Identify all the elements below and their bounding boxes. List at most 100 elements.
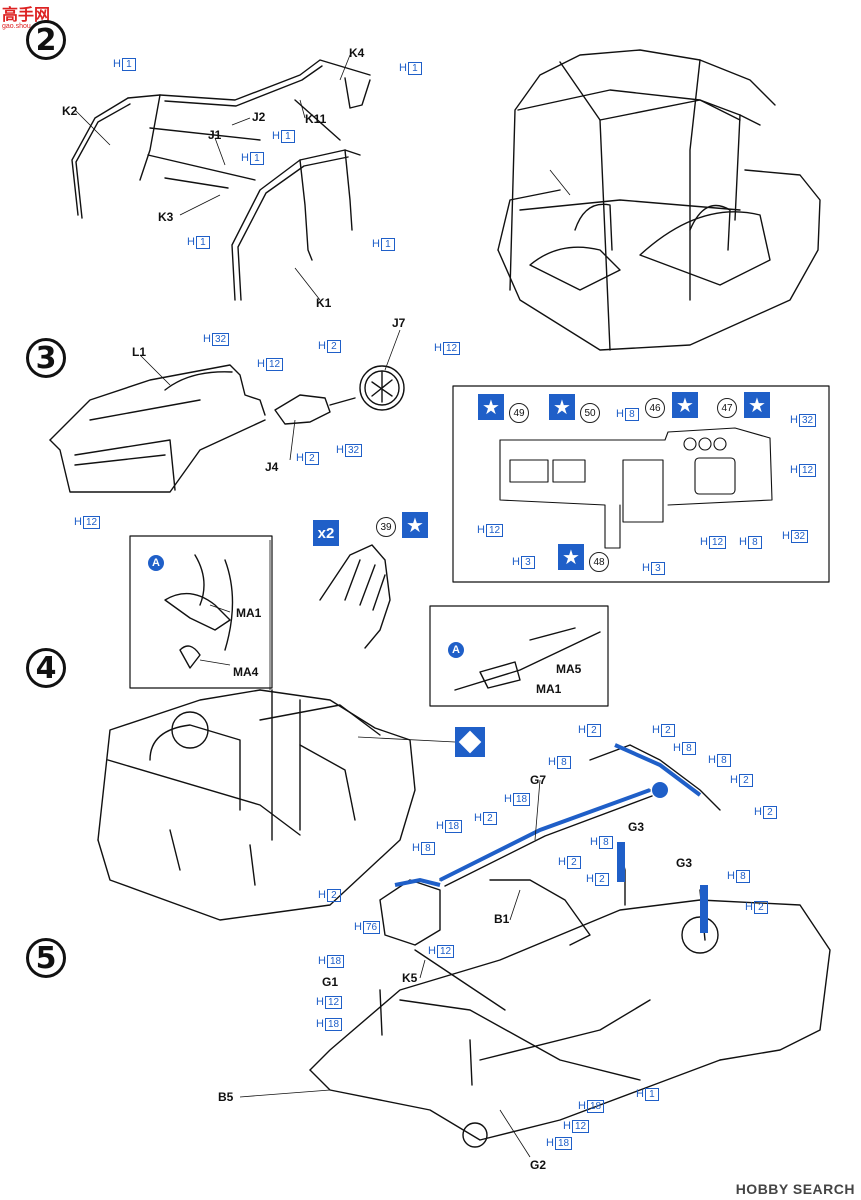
site-logo: 高手网 gao.shou.com	[2, 1, 50, 30]
decal-number: 46	[645, 398, 665, 418]
part-label: MA1	[236, 606, 262, 620]
hobby-search-watermark: HOBBY SEARCH	[735, 1181, 855, 1197]
decal-star-icon: ★	[744, 392, 770, 418]
body-with-cage-drawing	[497, 49, 821, 351]
leader-lines	[74, 54, 571, 1158]
detail-a-marker: A	[448, 642, 464, 658]
part-label: J4	[265, 460, 279, 474]
decal-number: 49	[509, 403, 529, 423]
part-label: G2	[530, 1158, 547, 1172]
part-label: J7	[392, 316, 406, 330]
part-label: G3	[676, 856, 693, 870]
decal-number: 39	[376, 517, 396, 537]
part-label: MA1	[536, 682, 562, 696]
step-number-4: 4	[26, 648, 66, 688]
decal-number: 47	[717, 398, 737, 418]
detail-a-marker: A	[148, 555, 164, 571]
decal-star-icon: ★	[672, 392, 698, 418]
part-label: K1	[316, 296, 332, 310]
seat-belt-drawing	[319, 544, 391, 649]
detail-a-box-left	[129, 535, 273, 689]
driveshaft-blue-highlight	[394, 743, 702, 887]
site-logo-url: gao.shou.com	[2, 23, 46, 30]
chassis-drawing	[309, 744, 831, 1148]
part-label: J1	[208, 128, 222, 142]
decal-number: 50	[580, 403, 600, 423]
part-label: MA4	[233, 665, 259, 679]
decal-number: 48	[589, 552, 609, 572]
part-label: K4	[349, 46, 365, 60]
step-number-3: 3	[26, 338, 66, 378]
part-label: K11	[305, 112, 327, 126]
quantity-x2-badge: x2	[313, 520, 339, 546]
roll-cage-exploded-drawing	[71, 59, 371, 301]
detail-a-box-right	[429, 605, 609, 707]
part-label: K5	[402, 971, 418, 985]
decal-star-icon: ★	[558, 544, 584, 570]
decal-star-icon: ★	[549, 394, 575, 420]
shock-blue	[617, 842, 625, 882]
part-label: G3	[628, 820, 645, 834]
part-label: K2	[62, 104, 78, 118]
part-label: G1	[322, 975, 339, 989]
interior-body-drawing	[97, 689, 416, 921]
part-label: K3	[158, 210, 174, 224]
shock-blue-right	[700, 885, 708, 933]
step-number-5: 5	[26, 938, 66, 978]
decal-star-icon: ★	[402, 512, 428, 538]
decal-star-icon: ★	[478, 394, 504, 420]
part-label: MA5	[556, 662, 582, 676]
part-label: J2	[252, 110, 266, 124]
site-logo-title: 高手网	[2, 5, 51, 24]
step-number-2: 2	[26, 20, 66, 60]
part-label: B5	[218, 1090, 234, 1104]
part-label: G7	[530, 773, 547, 787]
part-label: L1	[132, 345, 147, 359]
assembly-symbol-icon	[455, 727, 485, 757]
